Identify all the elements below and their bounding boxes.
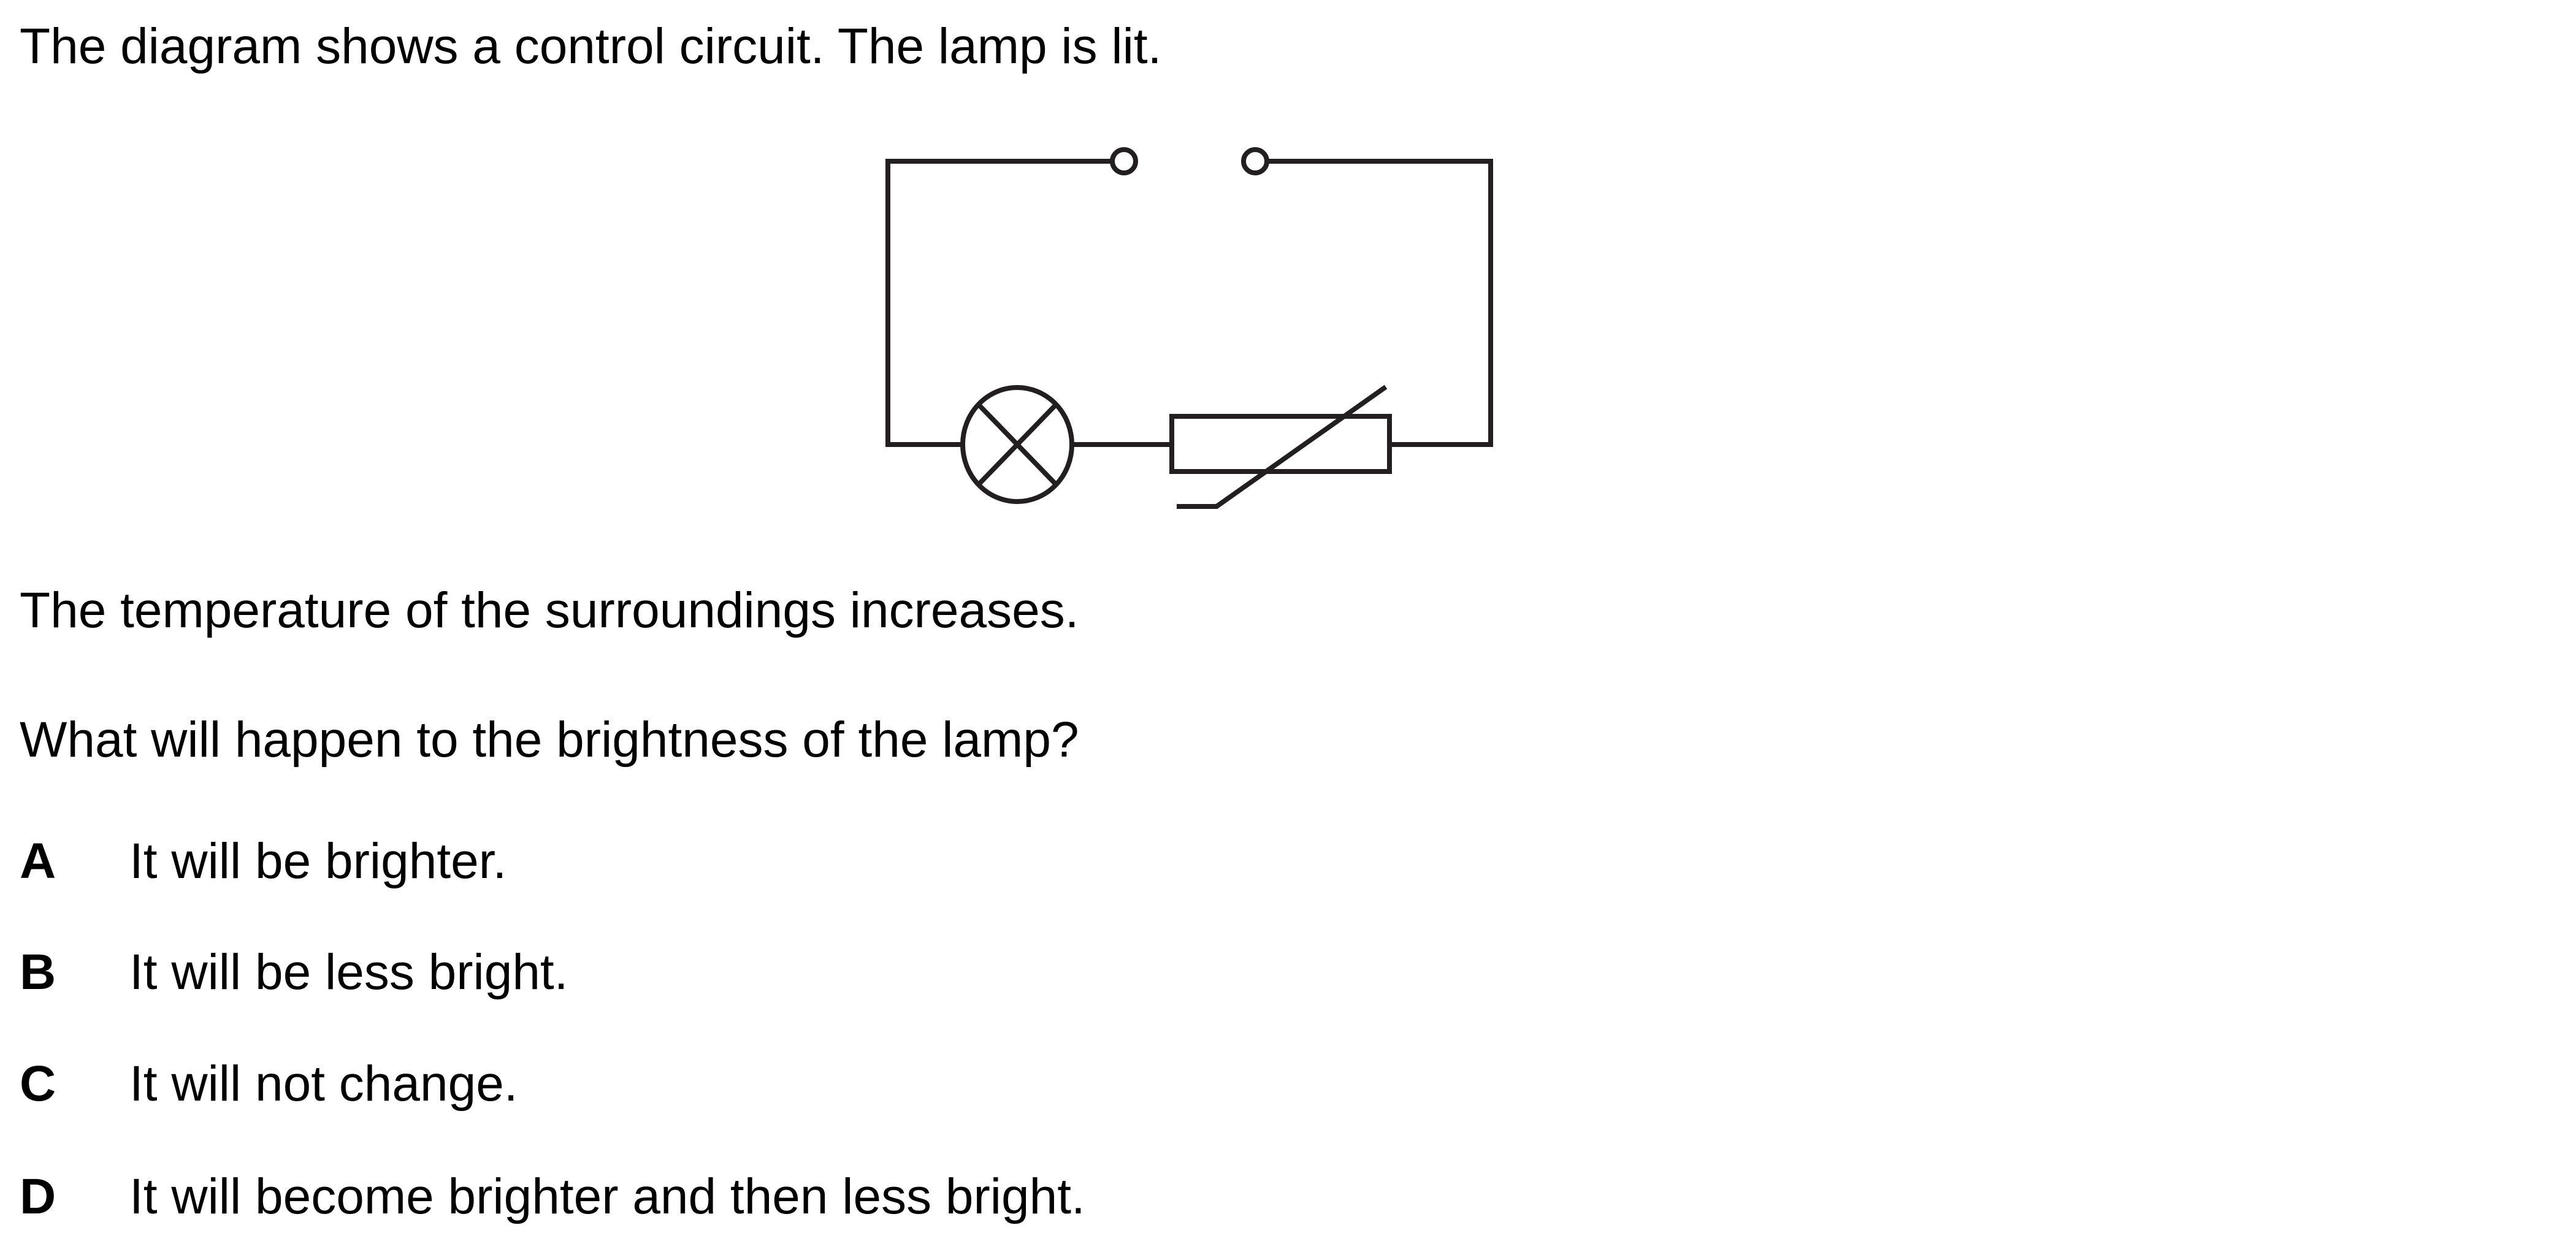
option-letter: B: [20, 944, 56, 1000]
lamp-icon: [960, 385, 1074, 504]
switch-terminal-left: [1110, 147, 1138, 175]
wire: [885, 159, 1112, 447]
option-text: It will not change.: [129, 1056, 518, 1112]
switch-terminal-right: [1241, 147, 1269, 175]
option-text: It will be less bright.: [129, 944, 568, 1000]
thermistor-icon: [1169, 384, 1392, 509]
option-letter: A: [20, 833, 56, 889]
question-intro: The diagram shows a control circuit. The…: [20, 18, 1162, 74]
option-letter: C: [20, 1056, 56, 1112]
option-text: It will be brighter.: [129, 833, 507, 889]
option-text: It will become brighter and then less br…: [129, 1169, 1085, 1224]
question-prompt: What will happen to the brightness of th…: [20, 712, 1079, 768]
wire: [1267, 159, 1493, 447]
option-letter: D: [20, 1169, 56, 1224]
question-statement: The temperature of the surroundings incr…: [20, 582, 1079, 638]
